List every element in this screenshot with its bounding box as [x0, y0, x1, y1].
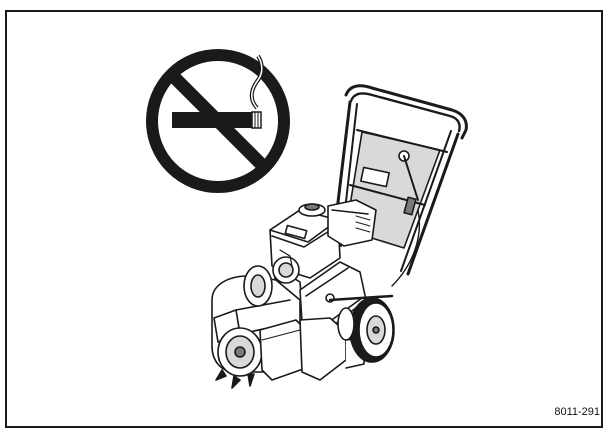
- figure-code: 8011-291: [554, 406, 600, 418]
- no-smoking-icon: [146, 49, 290, 193]
- stump-grinder-illustration: [211, 84, 468, 389]
